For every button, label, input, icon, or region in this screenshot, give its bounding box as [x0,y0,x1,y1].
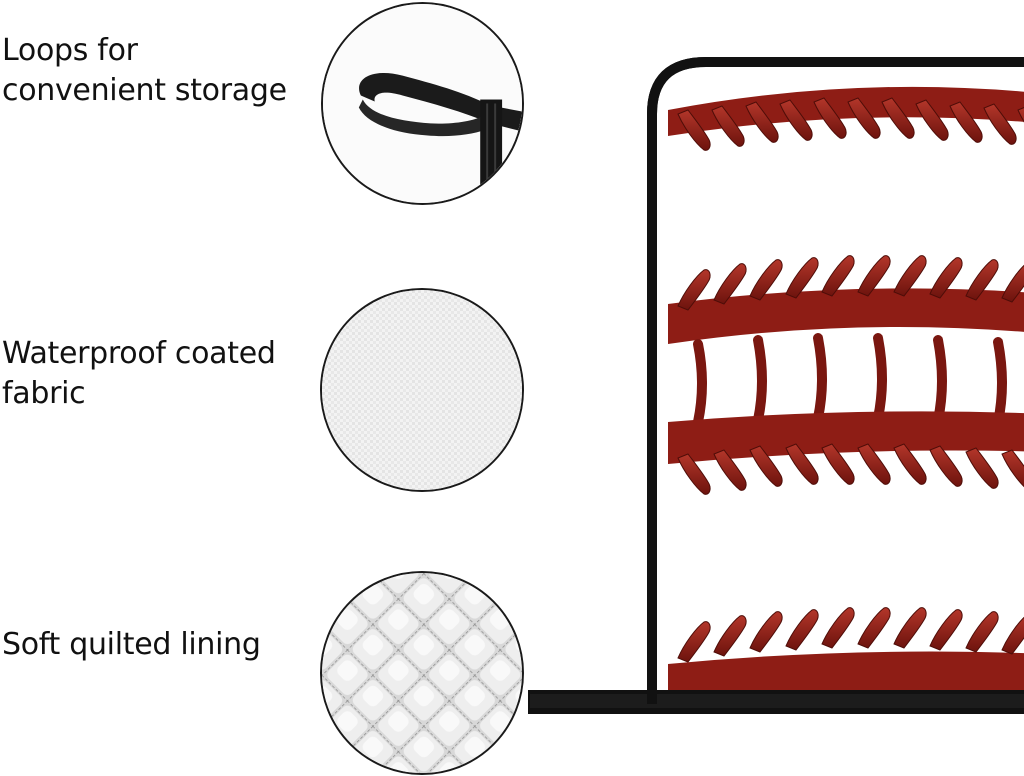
feature-label-line: convenient storage [2,73,287,108]
feature-label-loops: Loops for convenient storage [2,31,312,111]
feature-label-line: Loops for [2,33,138,68]
fabric-texture-icon [320,288,524,492]
baseball-potholder-image [528,54,1024,719]
hanging-loop-icon [321,2,524,205]
feature-label-line: fabric [2,376,86,411]
feature-label-line: Soft quilted lining [2,627,261,662]
feature-label-quilted: Soft quilted lining [2,625,312,665]
quilted-lining-icon [320,571,524,775]
feature-label-waterproof: Waterproof coated fabric [2,334,312,414]
feature-label-line: Waterproof coated [2,336,276,371]
